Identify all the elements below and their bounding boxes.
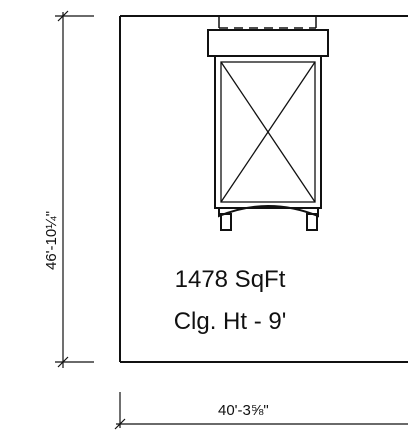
room-outline <box>119 15 408 363</box>
cabinet-top <box>207 29 329 57</box>
vertical-dimension <box>55 10 94 368</box>
ceiling-height-label: Clg. Ht - 9' <box>173 308 287 335</box>
area-label: 1478 SqFt <box>174 266 286 293</box>
dashed-opening <box>218 16 317 29</box>
stair-void <box>214 55 322 209</box>
vertical-dimension-label: 46'-10¼" <box>43 210 60 270</box>
horizontal-dimension <box>114 392 408 430</box>
curved-base <box>218 205 319 231</box>
horizontal-dimension-label: 40'-3⅝" <box>218 402 269 419</box>
